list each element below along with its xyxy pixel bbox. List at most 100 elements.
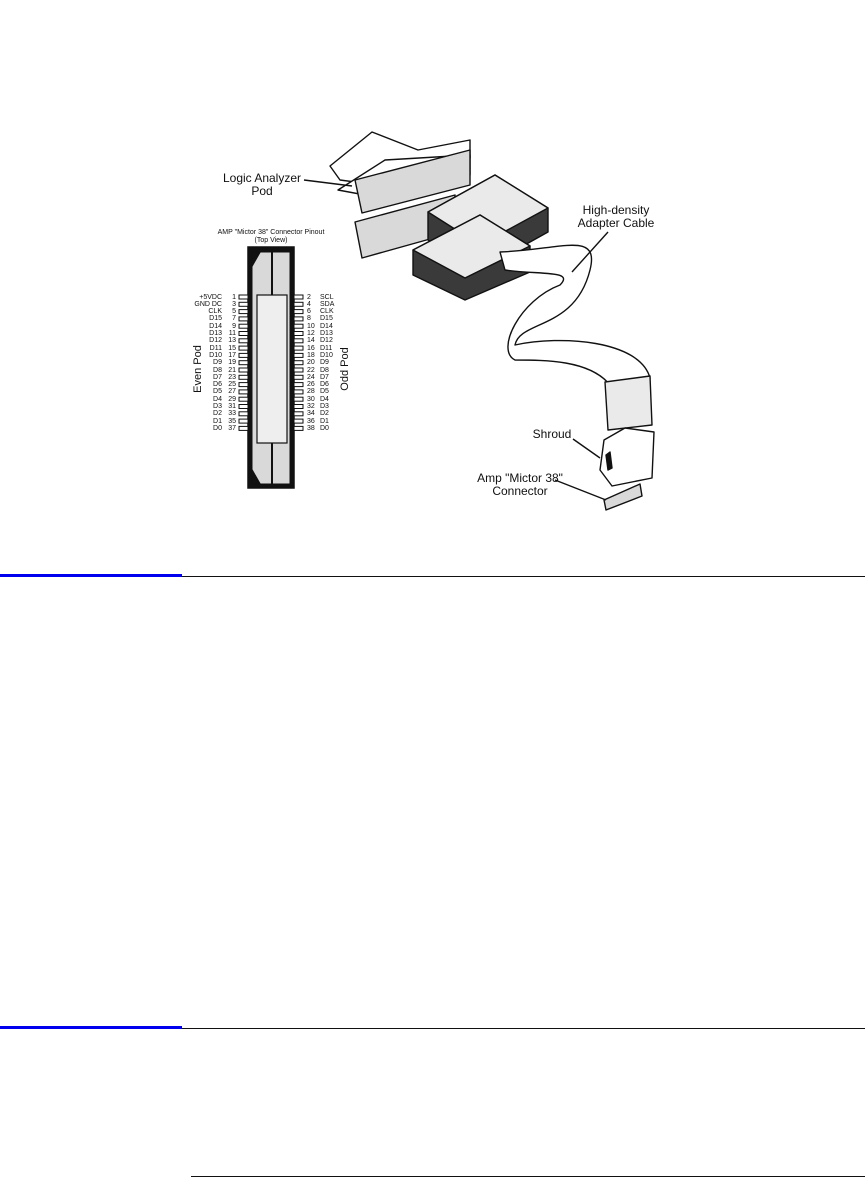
pin-number-right: 16 bbox=[307, 344, 315, 352]
pin-signal-left: D9 bbox=[213, 359, 222, 367]
pin-signal-left: D3 bbox=[213, 403, 222, 410]
pin-stub-right bbox=[293, 352, 304, 358]
pin-signal-right: D3 bbox=[320, 403, 329, 410]
pin-number-right: 4 bbox=[307, 300, 311, 308]
pin-signal-right: D6 bbox=[320, 381, 329, 389]
pin-signal-right: D12 bbox=[320, 337, 333, 345]
pin-number-right: 24 bbox=[307, 373, 315, 381]
pin-number-right: 14 bbox=[307, 337, 315, 345]
pin-signal-left: D2 bbox=[213, 410, 222, 418]
pin-signal-right: D4 bbox=[320, 395, 329, 403]
pin-signal-right: D11 bbox=[320, 344, 333, 352]
pin-signal-left: +5VDC bbox=[199, 293, 222, 301]
pin-stub-left bbox=[238, 404, 249, 409]
section-rule-accent-2 bbox=[0, 1026, 182, 1029]
pin-stub-right bbox=[293, 396, 304, 402]
pin-number-right: 6 bbox=[307, 308, 311, 316]
callout-adapter-cable: High-density Adapter Cable bbox=[577, 203, 655, 230]
pin-stub-left bbox=[238, 411, 249, 417]
pinout-subtitle: (Top View) bbox=[254, 237, 288, 244]
connector-notch-top bbox=[251, 251, 262, 269]
pin-stub-left bbox=[238, 338, 249, 344]
pin-number-right: 22 bbox=[307, 366, 315, 374]
pin-number-left: 31 bbox=[228, 403, 236, 410]
pin-stub-right bbox=[293, 411, 304, 417]
pin-stub-left bbox=[238, 316, 249, 322]
pin-signal-left: D8 bbox=[213, 366, 222, 374]
pin-signal-left: D15 bbox=[209, 315, 222, 323]
pin-signal-left: D13 bbox=[209, 330, 222, 337]
pin-stub-left bbox=[238, 345, 249, 351]
connector-center-bar bbox=[256, 294, 288, 444]
pin-signal-right: D5 bbox=[320, 388, 329, 396]
pin-signal-right: SDA bbox=[320, 300, 335, 308]
pin-number-left: 1 bbox=[232, 293, 236, 301]
pin-number-left: 33 bbox=[228, 410, 236, 418]
pin-number-right: 34 bbox=[307, 410, 315, 418]
pin-stub-left bbox=[238, 382, 249, 388]
pin-signal-right: D7 bbox=[320, 373, 329, 381]
shroud-slot bbox=[605, 451, 613, 471]
pin-signal-right: D15 bbox=[320, 315, 333, 323]
pin-number-left: 25 bbox=[228, 381, 236, 389]
pin-signal-left: D0 bbox=[213, 424, 222, 432]
pin-number-left: 19 bbox=[228, 359, 236, 367]
pin-signal-right: D0 bbox=[320, 424, 329, 432]
pin-number-left: 23 bbox=[228, 373, 236, 381]
pin-stub-right bbox=[293, 418, 304, 424]
pin-number-left: 7 bbox=[232, 315, 236, 323]
pin-number-right: 18 bbox=[307, 351, 315, 359]
callout-logic-analyzer-pod: Logic Analyzer Pod bbox=[222, 171, 302, 198]
pin-number-left: 11 bbox=[228, 330, 236, 337]
pin-number-left: 21 bbox=[228, 366, 236, 374]
pin-number-right: 30 bbox=[307, 395, 315, 403]
pin-stub-left bbox=[238, 301, 249, 307]
high-density-cable bbox=[499, 244, 651, 386]
pin-stub-right bbox=[293, 360, 304, 366]
pin-stub-right bbox=[293, 382, 304, 388]
pin-number-left: 35 bbox=[228, 417, 236, 425]
pin-stub-left bbox=[238, 309, 249, 315]
pin-number-right: 32 bbox=[307, 403, 315, 410]
pin-stub-left bbox=[238, 418, 249, 424]
pin-signal-right: D10 bbox=[320, 351, 333, 359]
pin-number-left: 17 bbox=[228, 351, 236, 359]
pin-stub-right bbox=[293, 425, 304, 431]
section-rule-2 bbox=[182, 1028, 865, 1029]
pin-number-left: 27 bbox=[228, 388, 236, 396]
pin-signal-right: D9 bbox=[320, 359, 329, 367]
pin-number-right: 28 bbox=[307, 388, 315, 396]
pin-signal-left: GND DC bbox=[194, 300, 222, 308]
pin-stub-left bbox=[238, 367, 249, 373]
pin-number-right: 20 bbox=[307, 359, 315, 367]
pin-number-right: 8 bbox=[307, 315, 311, 323]
pin-number-right: 38 bbox=[307, 424, 315, 432]
connector-notch-bottom bbox=[251, 467, 262, 485]
amp-connector bbox=[603, 483, 643, 511]
pin-signal-left: D11 bbox=[209, 344, 222, 352]
pin-stub-right bbox=[293, 367, 304, 373]
leader-connector bbox=[554, 479, 607, 501]
pin-stub-right bbox=[293, 331, 304, 336]
pin-stub-left bbox=[238, 323, 249, 329]
pin-number-right: 10 bbox=[307, 322, 315, 330]
pin-stub-right bbox=[293, 309, 304, 315]
pin-stub-left bbox=[238, 425, 249, 431]
pin-stub-left bbox=[238, 352, 249, 358]
pin-stub-left bbox=[238, 396, 249, 402]
section-rule-1 bbox=[182, 576, 865, 577]
pin-stub-left bbox=[238, 331, 249, 336]
pin-signal-left: D14 bbox=[209, 322, 222, 330]
pin-signal-right: D8 bbox=[320, 366, 329, 374]
pin-number-left: 37 bbox=[228, 424, 236, 432]
pin-signal-left: D5 bbox=[213, 388, 222, 396]
pin-stub-right bbox=[293, 374, 304, 380]
shroud bbox=[599, 427, 655, 487]
pin-stub-left bbox=[238, 374, 249, 380]
pin-stub-left bbox=[238, 389, 249, 395]
pin-signal-right: CLK bbox=[320, 308, 334, 316]
pin-stub-right bbox=[293, 345, 304, 351]
pin-signal-right: D13 bbox=[320, 330, 333, 337]
pin-number-left: 5 bbox=[232, 308, 236, 316]
